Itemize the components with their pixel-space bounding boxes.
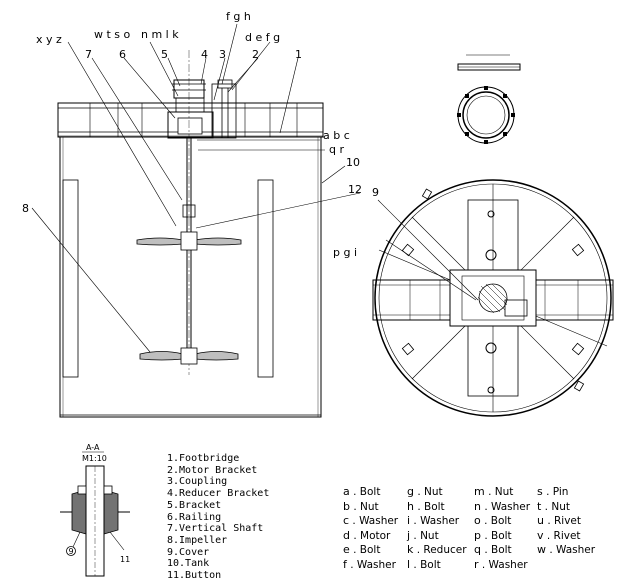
footbridge	[57, 102, 324, 138]
parts-list: 1.Footbridge 2.Motor Bracket 3.Coupling …	[167, 453, 269, 582]
callout-10: 10	[346, 156, 360, 169]
part-item: 6.Railing	[167, 511, 222, 523]
callout-qr: q r	[329, 143, 344, 156]
hardware-item: l . Bolt	[407, 557, 441, 571]
callout-xyz: x y z	[36, 33, 62, 46]
hardware-item: j . Nut	[407, 528, 439, 542]
section-detail: A-A M1:10 9 11	[60, 443, 130, 577]
front-callouts: x y z w t s o n m l k f g h d e f g 7 6 …	[22, 10, 362, 215]
part-item: 8.Impeller	[167, 534, 228, 546]
callout-12: 12	[348, 183, 362, 196]
callout-defg: d e f g	[245, 31, 280, 44]
part-item: 3.Coupling	[167, 476, 228, 488]
hardware-item: u . Rivet	[537, 514, 582, 528]
part-item: 9.Cover	[167, 546, 210, 558]
hardware-item: t . Nut	[537, 499, 570, 513]
tank-plan-outer	[374, 179, 612, 417]
callout-6: 6	[119, 48, 126, 61]
hardware-item: o . Bolt	[474, 514, 512, 528]
hardware-item: a . Bolt	[343, 485, 381, 498]
callout-fgh: f g h	[226, 10, 251, 23]
callout-wtso: w t s o	[94, 28, 131, 41]
callout-1: 1	[295, 48, 302, 61]
hardware-column-2: g . Nut h . Bolt i . Washer j . Nut k . …	[407, 485, 467, 573]
part-item: 1.Footbridge	[167, 453, 240, 464]
callout-2: 2	[252, 48, 259, 61]
hardware-item: s . Pin	[537, 485, 569, 498]
part-item: 7.Vertical Shaft	[167, 523, 264, 535]
hardware-item: c . Washer	[343, 514, 399, 528]
section-scale: M1:10	[82, 454, 107, 463]
part-item: 2.Motor Bracket	[167, 464, 258, 476]
impeller-upper	[136, 231, 242, 251]
part-item: 10.Tank	[167, 558, 210, 570]
plan-view	[372, 179, 614, 417]
callout-3: 3	[219, 48, 226, 61]
hardware-item: r . Washer	[474, 557, 528, 571]
callout-7: 7	[85, 48, 92, 61]
hardware-item: e . Bolt	[343, 543, 381, 557]
callout-abc: a b c	[323, 129, 350, 142]
hardware-item: w . Washer	[537, 543, 596, 557]
hardware-item: q . Bolt	[474, 543, 512, 557]
part-item: 11.Button	[167, 570, 222, 582]
part-item: 5.Bracket	[167, 499, 222, 511]
hardware-item: b . Nut	[343, 499, 379, 513]
hardware-item: k . Reducer	[407, 543, 467, 557]
section-title: A-A	[86, 443, 100, 452]
callout-8: 8	[22, 202, 29, 215]
front-view	[31, 23, 361, 418]
baffle-left	[62, 179, 79, 378]
hardware-column-3: m . Nut n . Washer o . Bolt p . Bolt q .…	[474, 485, 530, 573]
hardware-item: p . Bolt	[474, 528, 512, 542]
callout-4: 4	[201, 48, 208, 61]
hardware-item: v . Rivet	[537, 528, 581, 542]
hardware-column-1: a . Bolt b . Nut c . Washer d . Motor e …	[343, 485, 398, 573]
part-item: 4.Reducer Bracket	[167, 488, 270, 500]
hardware-item: i . Washer	[407, 514, 460, 528]
hardware-item: n . Washer	[474, 499, 531, 513]
section-tag-11: 11	[120, 555, 130, 564]
hardware-item: h . Bolt	[407, 499, 445, 513]
hardware-item: f . Washer	[343, 557, 396, 571]
callout-5: 5	[161, 48, 168, 61]
impeller-lower	[139, 347, 239, 365]
baffle-right	[257, 179, 274, 378]
hardware-item: m . Nut	[474, 485, 514, 498]
flange-detail	[457, 54, 521, 144]
section-tag-9: 9	[69, 547, 74, 556]
callout-9: 9	[372, 186, 379, 199]
hardware-item: d . Motor	[343, 528, 391, 542]
callout-pgi: p g i	[333, 246, 357, 259]
hardware-item: g . Nut	[407, 485, 443, 498]
hardware-column-4: s . Pin t . Nut u . Rivet v . Rivet w . …	[537, 485, 595, 558]
callout-nmlk: n m l k	[141, 28, 179, 41]
